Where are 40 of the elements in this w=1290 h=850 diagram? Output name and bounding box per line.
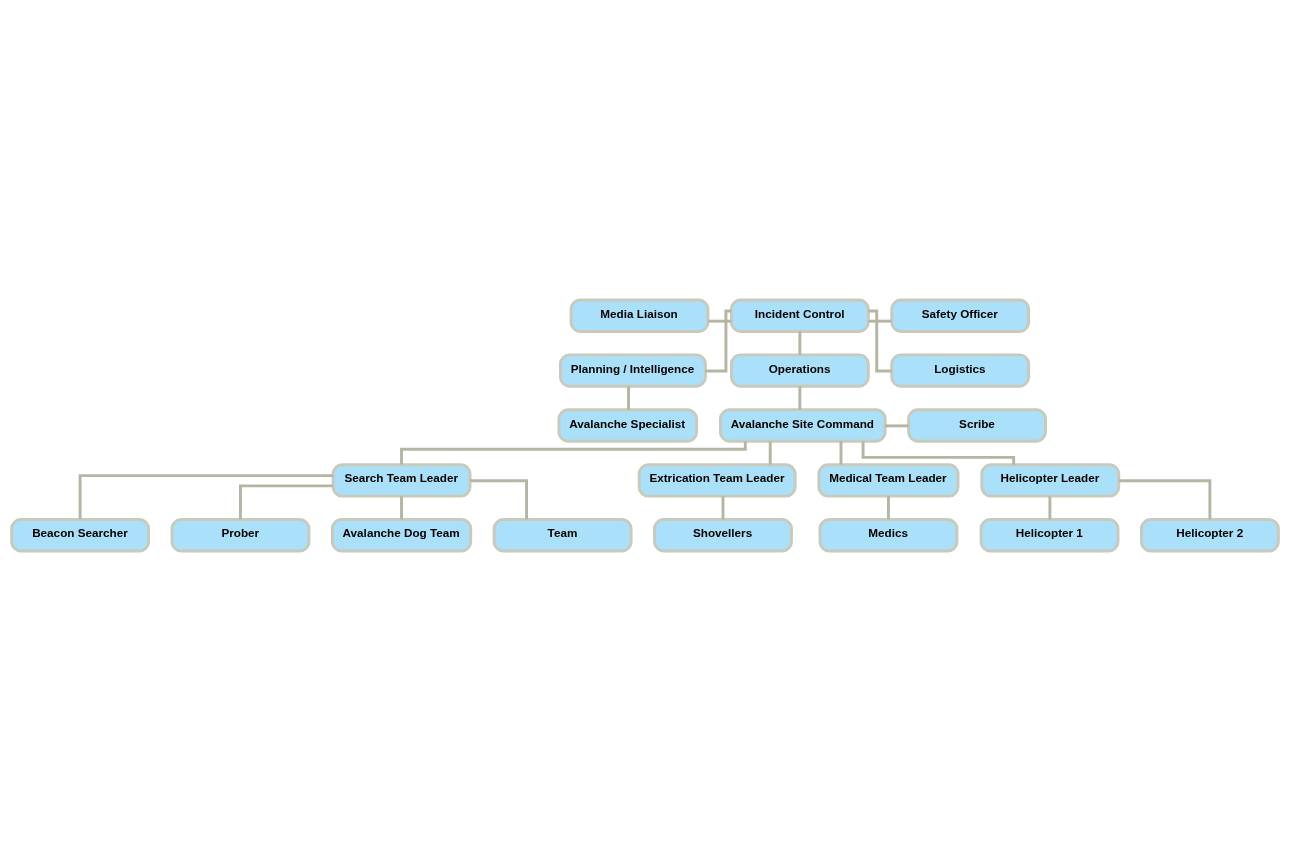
- connector: [78, 473, 333, 519]
- connector: [1118, 478, 1212, 520]
- node-box: Media Liaison: [569, 297, 710, 333]
- node-box: Prober: [170, 517, 311, 553]
- node-box: Extrication Team Leader: [637, 462, 797, 498]
- node-box: Incident Control: [729, 297, 870, 333]
- node-box: Avalanche Site Command: [718, 407, 887, 443]
- node-box: Medics: [818, 517, 959, 553]
- connector: [868, 319, 892, 323]
- node-box: Beacon Searcher: [10, 517, 151, 553]
- connector: [400, 441, 747, 464]
- node-box: Team: [492, 517, 633, 553]
- connector: [721, 495, 725, 519]
- node-box: Helicopter 2: [1139, 517, 1280, 553]
- connector: [768, 440, 772, 465]
- node-box: Safety Officer: [890, 297, 1031, 333]
- node-box: Helicopter Leader: [980, 462, 1121, 498]
- connector: [798, 385, 802, 410]
- connector: [470, 478, 529, 520]
- connector: [400, 495, 403, 519]
- node-box: Planning / Intelligence: [558, 352, 707, 388]
- connector: [868, 308, 892, 372]
- connector: [239, 483, 333, 519]
- connector: [861, 440, 1016, 465]
- connector: [798, 331, 802, 355]
- connector: [708, 319, 732, 323]
- connector: [627, 385, 630, 410]
- node-box: Logistics: [890, 352, 1031, 388]
- node-box: Operations: [729, 352, 870, 388]
- node-box: Avalanche Specialist: [557, 407, 699, 443]
- node-box: Helicopter 1: [979, 517, 1120, 553]
- node-box: Avalanche Dog Team: [330, 517, 473, 553]
- connector: [1048, 495, 1052, 519]
- node-box: Scribe: [907, 407, 1047, 443]
- node-box: Medical Team Leader: [817, 462, 960, 498]
- connector: [885, 423, 909, 427]
- node-box: Search Team Leader: [331, 462, 472, 498]
- connector: [839, 440, 843, 465]
- node-box: Shovellers: [653, 517, 793, 553]
- connector: [887, 495, 890, 519]
